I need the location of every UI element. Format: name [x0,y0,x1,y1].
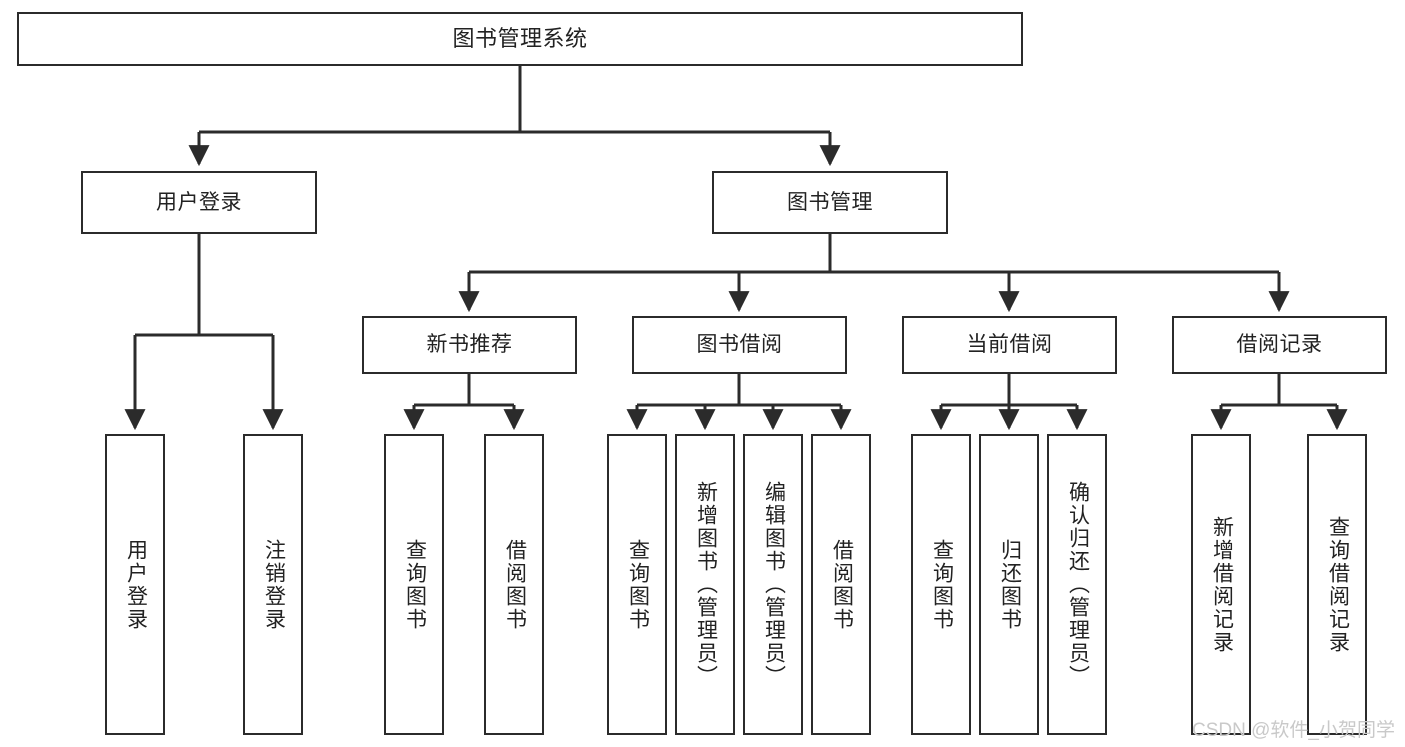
node-new-book-recommend[interactable]: 新书推荐 [362,316,577,374]
node-label: 用户登录 [124,538,148,631]
node-label: 当前借阅 [966,333,1053,357]
node-label: 借阅图书 [830,538,854,631]
node-label: 新增图书（管理员） [694,481,718,688]
node-label: 查询图书 [626,538,650,631]
node-label: 查询借阅记录 [1326,515,1350,654]
node-leaf-borrow-book-recommend[interactable]: 借阅图书 [484,434,544,735]
node-leaf-query-book-borrow[interactable]: 查询图书 [607,434,667,735]
node-label: 确认归还（管理员） [1066,481,1090,688]
node-label: 编辑图书（管理员） [762,481,786,688]
node-label: 查询图书 [403,538,427,631]
node-label: 查询图书 [930,538,954,631]
node-leaf-confirm-return-admin[interactable]: 确认归还（管理员） [1047,434,1107,735]
node-leaf-query-book-recommend[interactable]: 查询图书 [384,434,444,735]
node-label: 图书管理系统 [452,25,588,51]
node-user-login[interactable]: 用户登录 [81,171,317,234]
node-book-management[interactable]: 图书管理 [712,171,948,234]
node-label: 图书借阅 [696,333,783,357]
node-leaf-add-book-admin[interactable]: 新增图书（管理员） [675,434,735,735]
node-leaf-borrow-book[interactable]: 借阅图书 [811,434,871,735]
node-leaf-edit-book-admin[interactable]: 编辑图书（管理员） [743,434,803,735]
node-current-borrow[interactable]: 当前借阅 [902,316,1117,374]
node-leaf-add-borrow-record[interactable]: 新增借阅记录 [1191,434,1251,735]
node-label: 借阅记录 [1236,333,1323,357]
node-leaf-query-borrow-record[interactable]: 查询借阅记录 [1307,434,1367,735]
node-root-system[interactable]: 图书管理系统 [17,12,1023,66]
node-label: 注销登录 [262,538,286,631]
node-label: 用户登录 [156,190,242,214]
node-leaf-user-logout[interactable]: 注销登录 [243,434,303,735]
node-book-borrow[interactable]: 图书借阅 [632,316,847,374]
node-borrow-record[interactable]: 借阅记录 [1172,316,1387,374]
node-label: 借阅图书 [503,538,527,631]
node-label: 图书管理 [787,190,873,214]
node-label: 新增借阅记录 [1210,515,1234,654]
node-leaf-query-book-current[interactable]: 查询图书 [911,434,971,735]
node-label: 新书推荐 [426,333,513,357]
node-leaf-user-login[interactable]: 用户登录 [105,434,165,735]
node-label: 归还图书 [998,538,1022,631]
node-leaf-return-book[interactable]: 归还图书 [979,434,1039,735]
